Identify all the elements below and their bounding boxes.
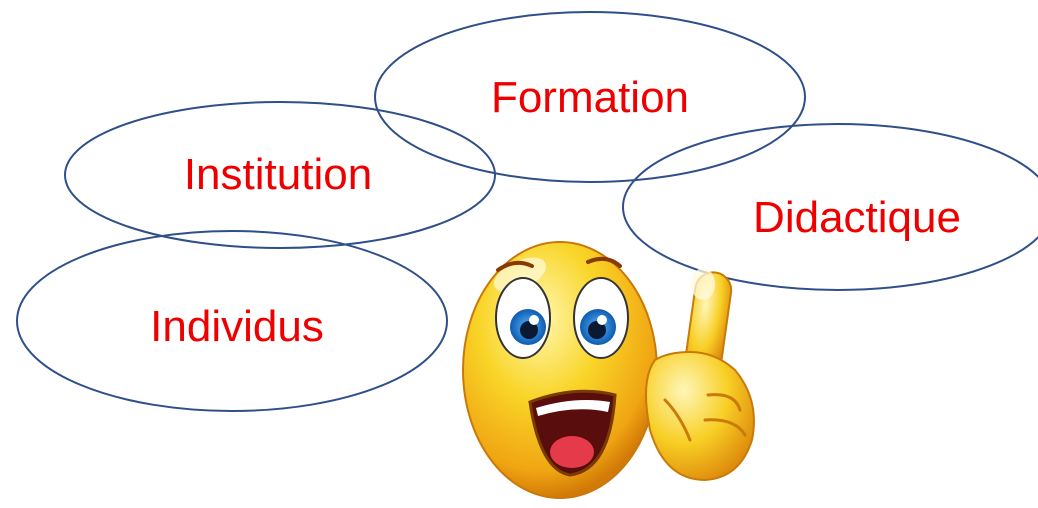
- bubble-institution: [64, 101, 496, 249]
- bubbles: [16, 11, 1038, 412]
- label-didactique: Didactique: [753, 193, 961, 242]
- bubble-didactique: [622, 123, 1038, 291]
- bubble-formation: [374, 11, 806, 183]
- label-formation: Formation: [491, 73, 689, 122]
- bubble-individus: [16, 230, 448, 412]
- label-individus: Individus: [150, 302, 324, 351]
- label-institution: Institution: [184, 150, 372, 199]
- smiley-pointing-finger-icon: [462, 241, 755, 499]
